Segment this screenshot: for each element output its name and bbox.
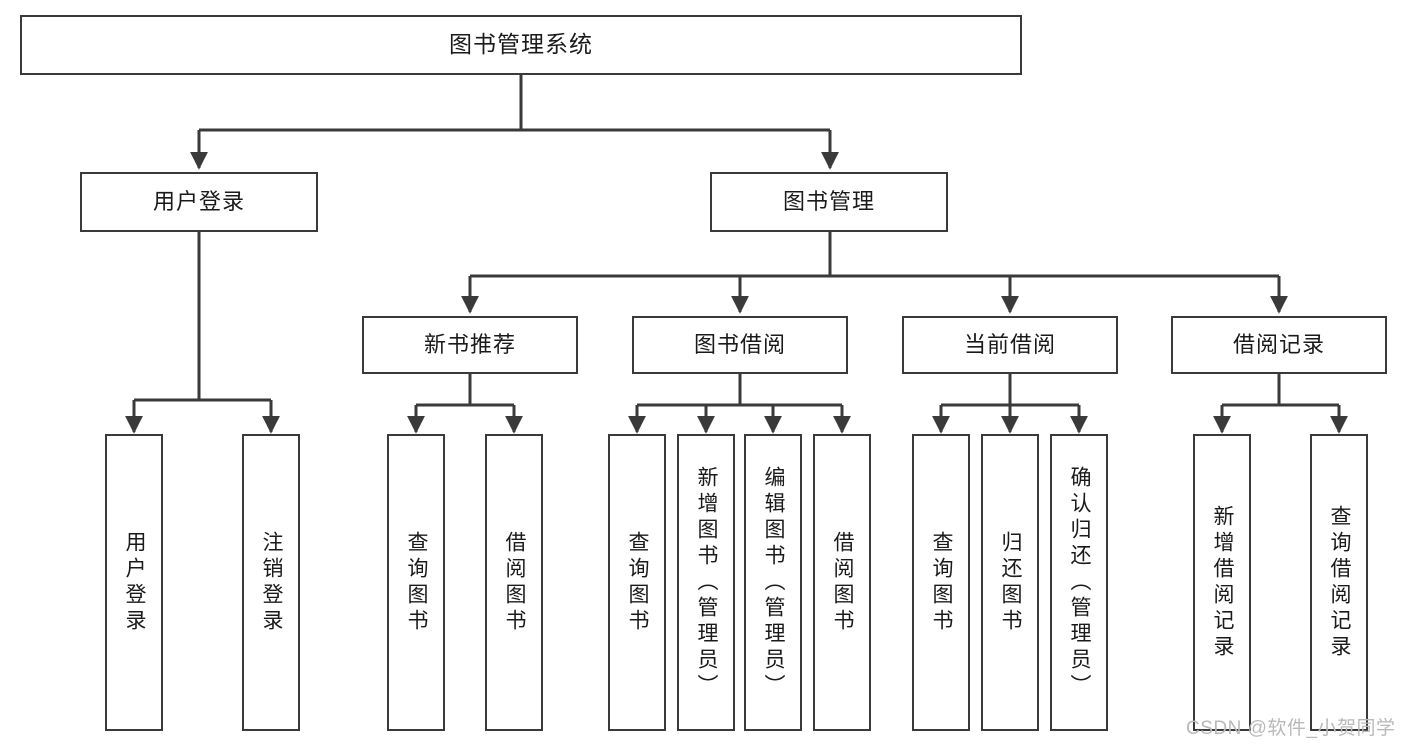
leaf-user-login[interactable]: 用户登录 xyxy=(105,434,163,731)
leaf-return-book[interactable]: 归还图书 xyxy=(981,434,1039,731)
node-book-management[interactable]: 图书管理 xyxy=(710,172,948,232)
leaf-confirm-return-admin-label: 确认归还（管理员） xyxy=(1068,465,1092,700)
node-user-login[interactable]: 用户登录 xyxy=(80,172,318,232)
leaf-edit-book-admin-label: 编辑图书（管理员） xyxy=(762,465,786,700)
leaf-logout[interactable]: 注销登录 xyxy=(242,434,300,731)
leaf-query-book-borrow-label: 查询图书 xyxy=(626,530,650,635)
leaf-query-borrow-record-label: 查询借阅记录 xyxy=(1328,504,1352,661)
leaf-borrow-book[interactable]: 借阅图书 xyxy=(813,434,871,731)
node-root[interactable]: 图书管理系统 xyxy=(20,15,1022,75)
node-root-label: 图书管理系统 xyxy=(449,31,593,58)
node-current-borrow[interactable]: 当前借阅 xyxy=(902,316,1118,374)
node-book-borrow-label: 图书借阅 xyxy=(693,331,786,357)
leaf-borrow-book-recommend-label: 借阅图书 xyxy=(503,530,527,635)
watermark: CSDN @软件_小贺同学 xyxy=(1186,718,1396,739)
node-user-login-label: 用户登录 xyxy=(152,188,245,214)
leaf-query-book-borrow[interactable]: 查询图书 xyxy=(608,434,666,731)
leaf-return-book-label: 归还图书 xyxy=(999,530,1023,635)
node-new-book-recommend[interactable]: 新书推荐 xyxy=(362,316,578,374)
leaf-query-book-current[interactable]: 查询图书 xyxy=(912,434,970,731)
leaf-query-book-recommend-label: 查询图书 xyxy=(405,530,429,635)
leaf-logout-label: 注销登录 xyxy=(260,530,284,635)
leaf-add-borrow-record-label: 新增借阅记录 xyxy=(1211,504,1235,661)
leaf-borrow-book-label: 借阅图书 xyxy=(831,530,855,635)
node-current-borrow-label: 当前借阅 xyxy=(963,331,1056,357)
leaf-edit-book-admin[interactable]: 编辑图书（管理员） xyxy=(744,434,802,731)
node-book-management-label: 图书管理 xyxy=(782,188,875,214)
leaf-query-book-recommend[interactable]: 查询图书 xyxy=(387,434,445,731)
node-book-borrow[interactable]: 图书借阅 xyxy=(632,316,848,374)
leaf-confirm-return-admin[interactable]: 确认归还（管理员） xyxy=(1050,434,1108,731)
leaf-add-book-admin[interactable]: 新增图书（管理员） xyxy=(677,434,735,731)
node-new-book-recommend-label: 新书推荐 xyxy=(423,331,516,357)
node-borrow-record-label: 借阅记录 xyxy=(1232,331,1325,357)
node-borrow-record[interactable]: 借阅记录 xyxy=(1171,316,1387,374)
leaf-query-borrow-record[interactable]: 查询借阅记录 xyxy=(1310,434,1368,731)
leaf-user-login-label: 用户登录 xyxy=(123,530,147,635)
leaf-borrow-book-recommend[interactable]: 借阅图书 xyxy=(485,434,543,731)
leaf-add-borrow-record[interactable]: 新增借阅记录 xyxy=(1193,434,1251,731)
leaf-query-book-current-label: 查询图书 xyxy=(930,530,954,635)
leaf-add-book-admin-label: 新增图书（管理员） xyxy=(695,465,719,700)
